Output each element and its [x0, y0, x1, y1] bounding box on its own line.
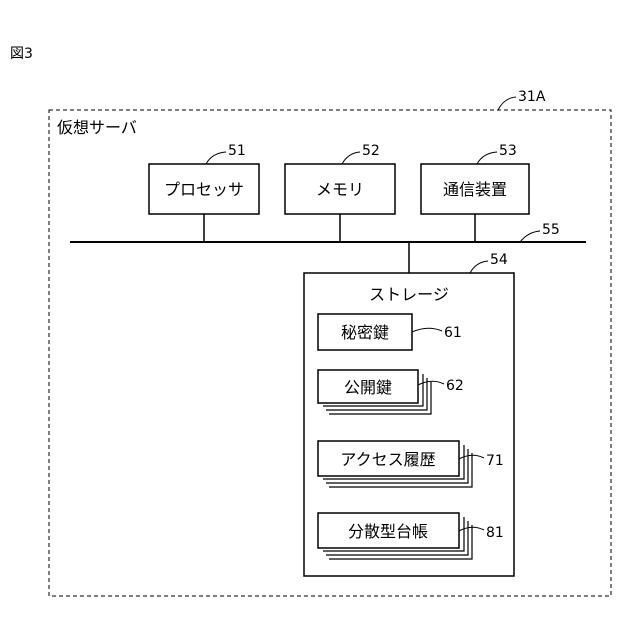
private-key-label: 秘密鍵: [341, 323, 389, 342]
storage-ref-number: 54: [490, 252, 508, 268]
memory-block: メモリ 52: [285, 143, 395, 242]
processor-label: プロセッサ: [164, 180, 244, 199]
memory-ref-leader: [342, 152, 360, 164]
storage-block: ストレージ 54 秘密鍵 61 公開鍵 62 アクセス履歴: [304, 252, 514, 576]
distributed-ledger-label: 分散型台帳: [348, 522, 428, 541]
server-ref-number: 31A: [518, 89, 546, 105]
storage-ref-leader: [470, 261, 488, 273]
virtual-server-label: 仮想サーバ: [57, 118, 137, 137]
memory-label: メモリ: [316, 180, 364, 199]
communication-device-label: 通信装置: [443, 180, 507, 199]
access-history-ref-number: 71: [486, 453, 504, 469]
communication-device-ref-number: 53: [499, 143, 517, 159]
communication-device-block: 通信装置 53: [421, 143, 529, 242]
public-key-label: 公開鍵: [344, 378, 392, 397]
storage-label: ストレージ: [369, 285, 449, 304]
distributed-ledger-ref-number: 81: [486, 525, 504, 541]
bus-ref-leader: [520, 231, 540, 242]
public-key-ref-number: 62: [446, 378, 464, 394]
figure-label: 図3: [10, 46, 33, 62]
server-ref-leader: [498, 97, 516, 110]
processor-block: プロセッサ 51: [149, 143, 259, 242]
memory-ref-number: 52: [362, 143, 380, 159]
communication-device-ref-leader: [477, 152, 497, 164]
private-key-ref-number: 61: [444, 325, 462, 341]
processor-ref-leader: [206, 152, 226, 164]
bus-ref-number: 55: [542, 222, 560, 238]
processor-ref-number: 51: [228, 143, 246, 159]
access-history-label: アクセス履歴: [340, 450, 435, 469]
